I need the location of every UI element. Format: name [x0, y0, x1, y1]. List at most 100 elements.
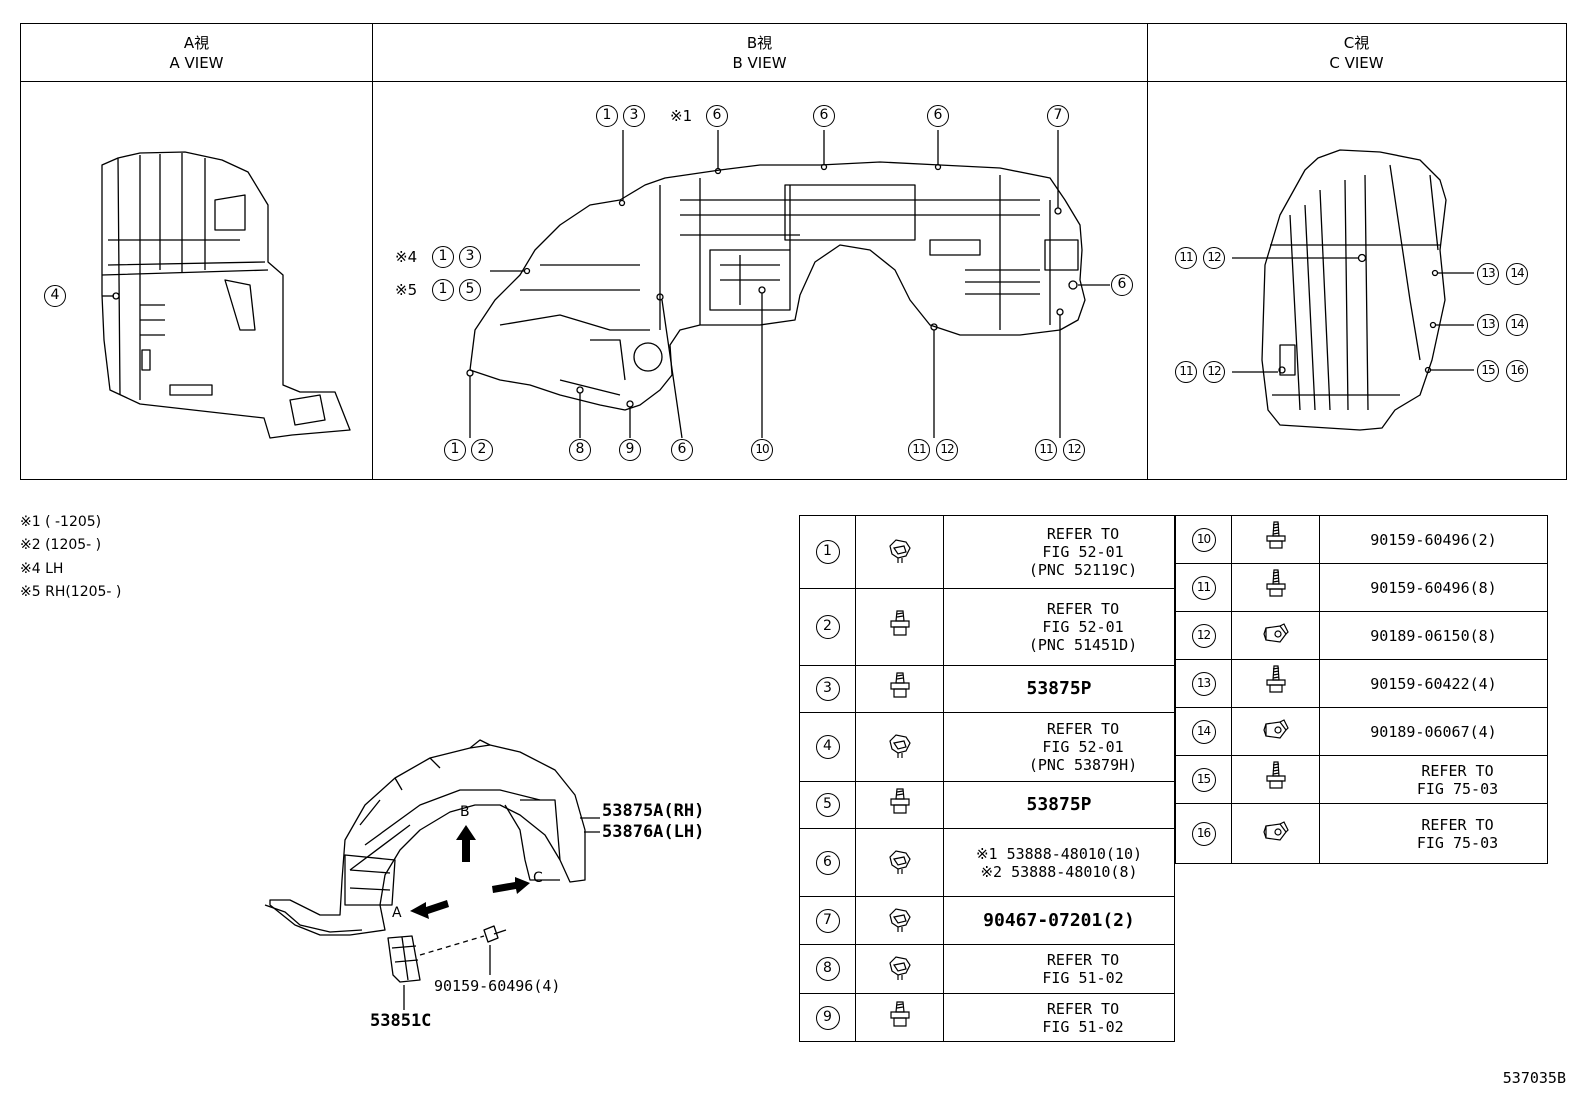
clip-icon — [888, 907, 911, 933]
legend-number: 15 — [1191, 767, 1216, 792]
callout-6: 6 — [671, 439, 693, 461]
bolt-icon — [889, 672, 910, 698]
seal-label: 53851C — [370, 1011, 432, 1031]
legend-description: 53875P — [943, 665, 1175, 713]
legend-text-line: REFER TO — [1046, 600, 1120, 618]
callout-12: 12 — [1203, 247, 1225, 269]
callout-11: 11 — [1035, 439, 1057, 461]
note-line: ※1 ( -1205) — [20, 514, 102, 530]
callout-1: 1 — [432, 279, 454, 301]
legend-icon-cell — [1231, 611, 1320, 660]
callout-12: 12 — [1203, 361, 1225, 383]
callout-9: 9 — [619, 439, 641, 461]
c-view-header: C視 C VIEW — [1147, 24, 1566, 81]
legend-number-cell: 11 — [1175, 563, 1232, 612]
legend-number: 14 — [1191, 719, 1216, 744]
document-id: 537035B — [1502, 1069, 1566, 1087]
legend-row: 5 53875P — [799, 781, 1175, 829]
b-view-title-en: B VIEW — [732, 54, 787, 72]
legend-text-line: REFER TO — [1046, 525, 1120, 543]
legend-number: 12 — [1191, 623, 1216, 648]
c-view-title-en: C VIEW — [1329, 54, 1384, 72]
legend-number: 2 — [815, 615, 840, 639]
legend-number: 11 — [1191, 575, 1216, 600]
clip-icon — [888, 956, 911, 981]
divider — [372, 24, 373, 479]
legend-number-cell: 9 — [799, 993, 856, 1042]
arrow-b-label: B — [460, 804, 470, 820]
b-view-title-jp: B視 — [746, 34, 773, 52]
callout-15: 15 — [1477, 360, 1499, 382]
callout-8: 8 — [569, 439, 591, 461]
legend-number-cell: 3 — [799, 665, 856, 713]
callout-3: 3 — [459, 246, 481, 268]
callout-11: 11 — [1175, 361, 1197, 383]
legend-text-line: 90159-60496(2) — [1370, 530, 1497, 549]
legend-number-cell: 4 — [799, 712, 856, 782]
legend-number-cell: 8 — [799, 944, 856, 994]
legend-row: 3 53875P — [799, 665, 1175, 713]
view-direction-arrows — [410, 825, 530, 919]
legend-icon-cell — [855, 712, 944, 782]
nut-icon — [1262, 820, 1289, 841]
legend-number: 16 — [1191, 821, 1216, 846]
legend-text-line: 53875P — [1026, 794, 1092, 815]
legend-icon-cell — [855, 665, 944, 713]
legend-number: 10 — [1191, 527, 1216, 552]
legend-number: 1 — [815, 540, 840, 564]
legend-number: 4 — [815, 735, 840, 759]
legend-icon-cell — [855, 588, 944, 666]
a-view-header: A視 A VIEW — [21, 24, 372, 81]
legend-text-line: 53875P — [1026, 678, 1092, 699]
bolt-icon — [889, 610, 910, 636]
legend-text-line: (PNC 53879H) — [1028, 756, 1138, 774]
legend-text-line: FIG 51-02 — [1042, 1017, 1124, 1036]
callout-12: 12 — [1063, 439, 1085, 461]
legend-number-cell: 14 — [1175, 707, 1232, 756]
legend-text-line: 90467-07201(2) — [983, 909, 1135, 931]
view-frame: A視 A VIEW B視 B VIEW C視 C VIEW — [20, 23, 1567, 480]
legend-text-line: (PNC 51451D) — [1028, 636, 1138, 654]
note-mark-4: ※4 — [395, 248, 418, 266]
legend-icon-cell — [855, 944, 944, 994]
arrow-a-label: A — [392, 905, 402, 921]
liner-label-lh: 53876A(LH) — [602, 822, 705, 842]
legend-description: 90189-06067(4) — [1319, 707, 1548, 756]
legend-row: 10 90159-60496(2) — [1175, 515, 1548, 564]
a-view-liner-drawing — [101, 151, 351, 439]
callout-11: 11 — [1175, 247, 1197, 269]
legend-description: 90159-60422(4) — [1319, 659, 1548, 708]
note-line: ※5 RH(1205- ) — [20, 584, 122, 600]
callout-6: 6 — [927, 105, 949, 127]
legend-description: 90467-07201(2) — [943, 896, 1175, 945]
clip-icon — [888, 734, 911, 759]
legend-number: 5 — [815, 793, 840, 817]
legend-text-line: 90159-60422(4) — [1370, 674, 1497, 693]
bolt-label: 90159-60496(4) — [434, 977, 561, 995]
callout-5: 5 — [459, 279, 481, 301]
callout-1: 1 — [596, 105, 618, 127]
a-view-title-en: A VIEW — [169, 54, 224, 72]
legend-text-line: REFER TO — [1046, 720, 1120, 738]
callout-7: 7 — [1047, 105, 1069, 127]
legend-text-line: REFER TO — [1046, 951, 1120, 969]
legend-text-line: FIG 75-03 — [1416, 779, 1499, 798]
legend-text-line: 90189-06067(4) — [1370, 722, 1497, 741]
legend-icon-cell — [855, 828, 944, 897]
legend-icon-cell — [1231, 563, 1320, 612]
bolt-icon — [889, 1000, 910, 1027]
legend-icon-cell — [1231, 707, 1320, 756]
legend-icon-cell — [1231, 515, 1320, 564]
legend-text-line: ※2 53888-48010(8) — [980, 862, 1138, 881]
callout-1: 1 — [432, 246, 454, 268]
